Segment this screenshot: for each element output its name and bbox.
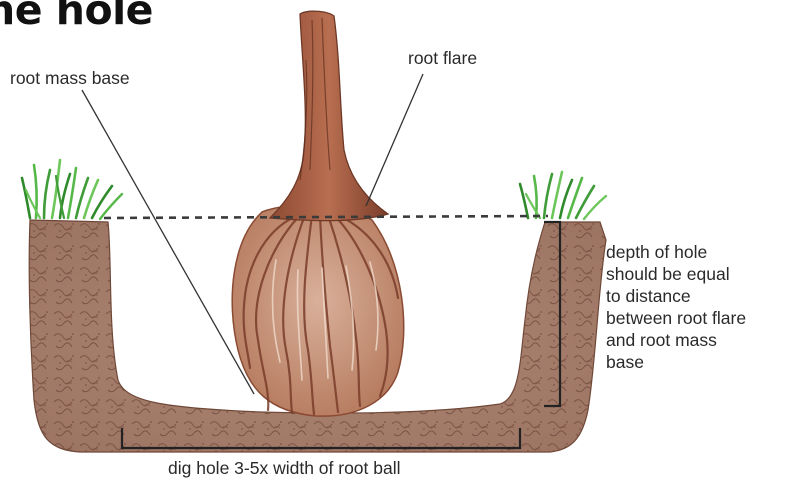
grass-right (520, 172, 606, 219)
root-ball (232, 206, 404, 417)
depth-note-line: between root flare (606, 307, 746, 329)
depth-note: depth of hole should be equal to distanc… (606, 241, 746, 373)
grade-line (104, 216, 548, 218)
root-flare-label: root flare (408, 47, 477, 69)
page-title: he hole (0, 0, 153, 34)
depth-note-line: to distance (606, 285, 746, 307)
root-mass-base-label: root mass base (10, 67, 130, 89)
depth-note-line: should be equal (606, 263, 746, 285)
depth-note-line: and root mass (606, 329, 746, 351)
trunk (270, 11, 388, 220)
depth-note-line: base (606, 351, 746, 373)
hole-width-label: dig hole 3-5x width of root ball (168, 457, 401, 479)
root-flare-leader (366, 74, 423, 206)
grass-left (22, 160, 122, 219)
depth-note-line: depth of hole (606, 241, 746, 263)
